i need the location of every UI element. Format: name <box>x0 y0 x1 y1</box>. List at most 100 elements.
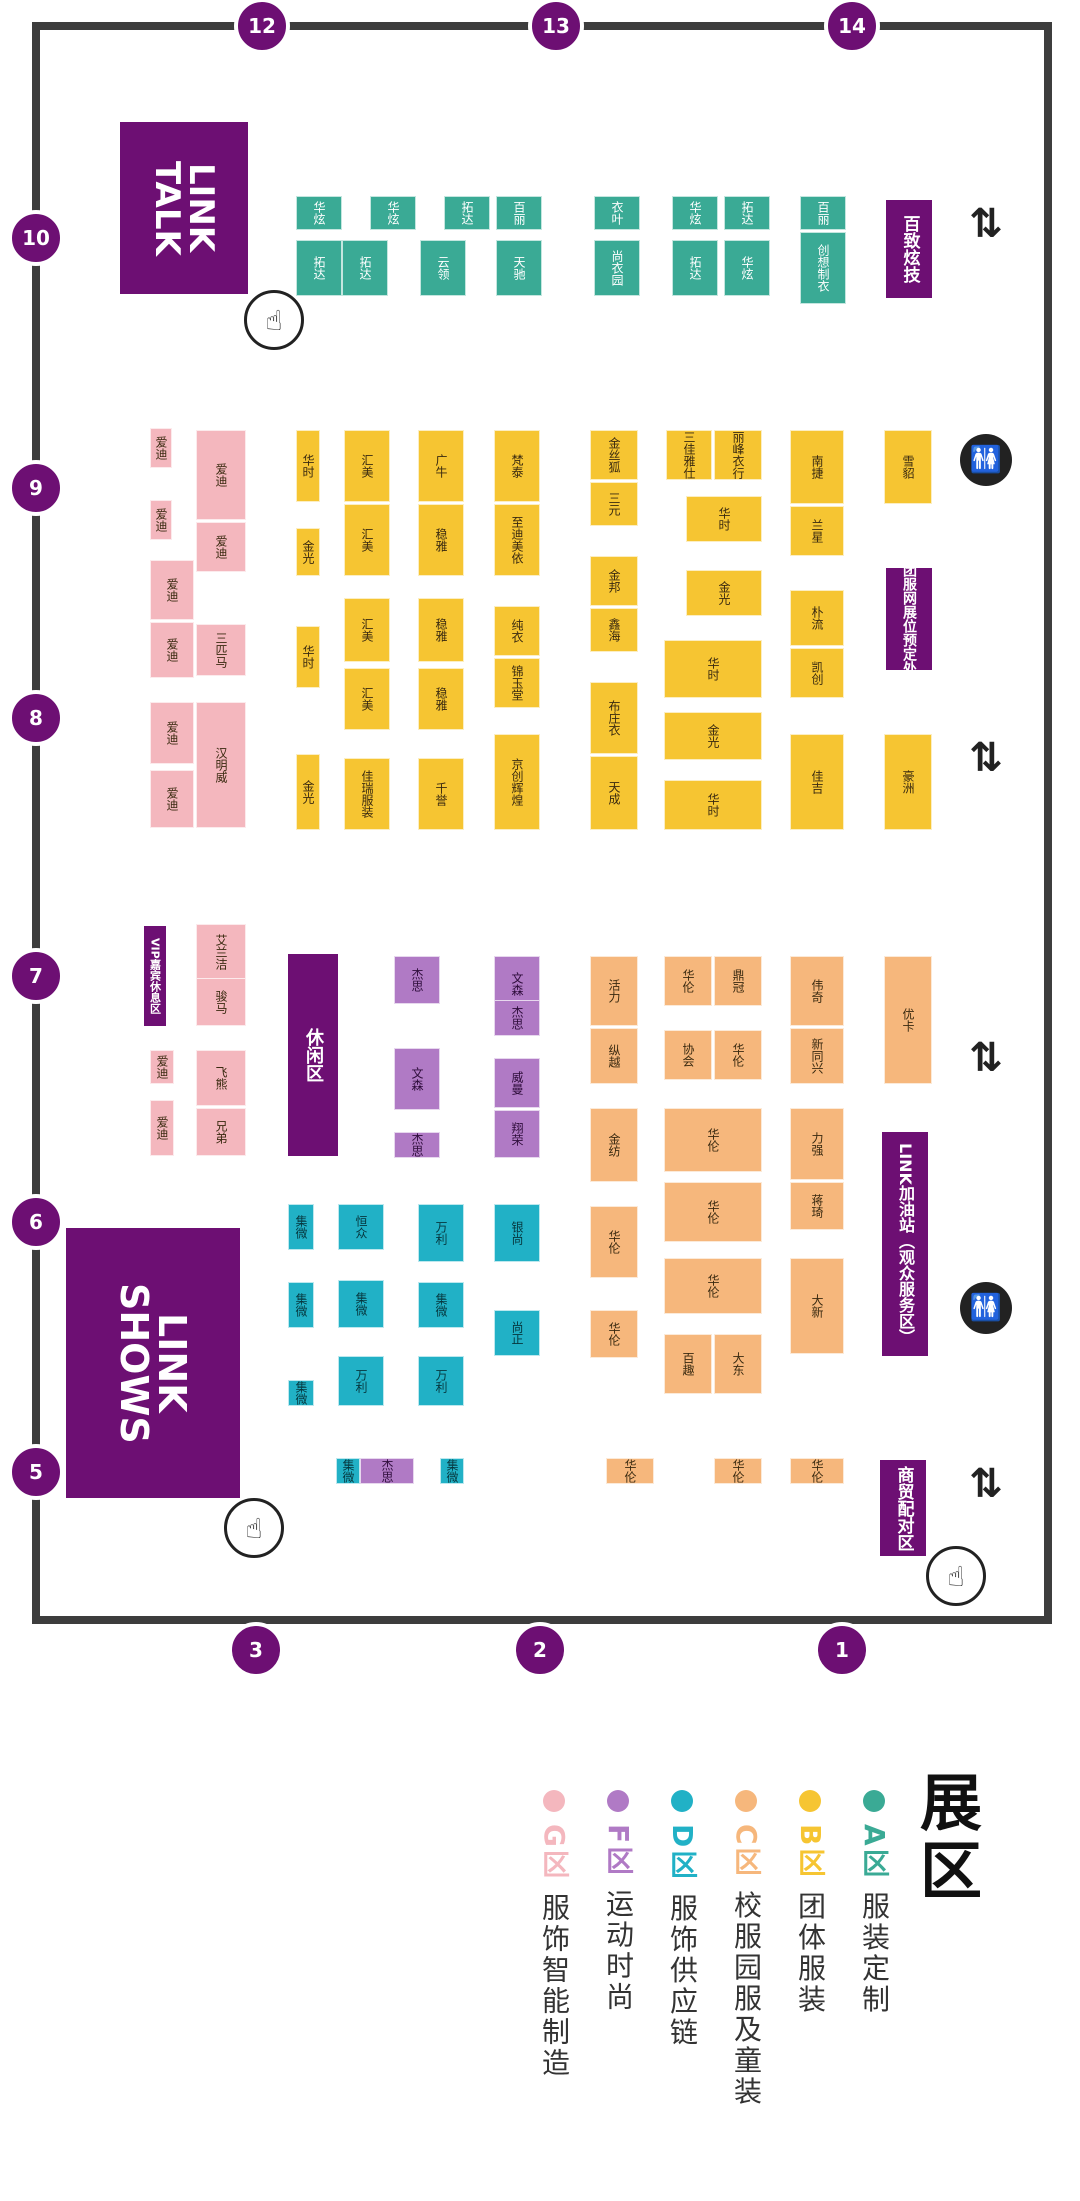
booth-c-dingshang[interactable]: 鼎冠 <box>714 956 762 1006</box>
booth-b-jinyutang[interactable]: 锦玉堂 <box>494 658 540 708</box>
link-service-station[interactable]: LINK加油站（观众服务区） <box>882 1132 928 1356</box>
booth-c-hualun[interactable]: 华伦 <box>714 1030 762 1080</box>
booth-c-jinfang[interactable]: 金纺 <box>590 1108 638 1182</box>
booth-c-hualun[interactable]: 华伦 <box>664 1258 762 1314</box>
booth-f-wensen[interactable]: 文森 <box>394 1048 440 1110</box>
booth-b-nanjie[interactable]: 南捷 <box>790 430 844 504</box>
booth-a-baili[interactable]: 百丽 <box>800 196 846 230</box>
booth-b-jinguang[interactable]: 金光 <box>296 754 320 830</box>
booth-c-hualun[interactable]: 华伦 <box>664 956 712 1006</box>
booth-b-qianyu[interactable]: 千誉 <box>418 758 464 830</box>
booth-a-chuangxiang[interactable]: 创想制衣 <box>800 232 846 304</box>
booth-b-sanjia[interactable]: 三佳雅仕 <box>666 430 712 480</box>
door-9[interactable]: 9 <box>8 460 64 516</box>
booth-b-jingchuang[interactable]: 京创辉煌 <box>494 734 540 830</box>
booth-b-xueyu[interactable]: 雪貂 <box>884 430 932 504</box>
booth-d-wanli[interactable]: 万利 <box>418 1204 464 1262</box>
booth-d-jiwei[interactable]: 集微 <box>288 1380 314 1406</box>
booth-g-xiongdi[interactable]: 兄弟 <box>196 1108 246 1156</box>
booth-d-wanli[interactable]: 万利 <box>418 1356 464 1406</box>
booth-a-tuoda[interactable]: 拓达 <box>724 196 770 230</box>
booth-d-jiwei[interactable]: 集微 <box>418 1282 464 1328</box>
booth-b-huishang[interactable]: 汇美 <box>344 598 390 662</box>
booth-f-xiangrong[interactable]: 翔荣 <box>494 1110 540 1158</box>
booth-c-liqiang[interactable]: 力强 <box>790 1108 844 1180</box>
door-10[interactable]: 10 <box>8 210 64 266</box>
booth-a-tianchi[interactable]: 天驰 <box>496 240 542 296</box>
booth-c-jiangqi[interactable]: 蒋琦 <box>790 1182 844 1230</box>
booth-a-tuoda[interactable]: 拓达 <box>296 240 342 296</box>
booth-g-aidi[interactable]: 爱迪 <box>150 1100 174 1156</box>
link-shows-stage[interactable]: LINK SHOWS <box>66 1228 240 1498</box>
booth-d-shangzheng[interactable]: 尚正 <box>494 1310 540 1356</box>
booth-b-zhidi[interactable]: 至迪美依 <box>494 504 540 576</box>
booth-b-huashi[interactable]: 华时 <box>664 780 762 830</box>
booth-b-tiancheng[interactable]: 天成 <box>590 756 638 830</box>
booth-b-jinsihu[interactable]: 金丝狐 <box>590 430 638 480</box>
booth-b-kaichuang[interactable]: 凯创 <box>790 648 844 698</box>
booth-c-baiqu[interactable]: 百趣 <box>664 1334 712 1394</box>
door-13[interactable]: 13 <box>528 0 584 54</box>
booth-a-baili[interactable]: 百丽 <box>496 196 542 230</box>
booth-g-aidi[interactable]: 爱迪 <box>196 522 246 572</box>
booth-f-weiman[interactable]: 威曼 <box>494 1058 540 1108</box>
booth-c-youka[interactable]: 优卡 <box>884 956 932 1084</box>
booth-c-hualun[interactable]: 华伦 <box>714 1458 762 1484</box>
booth-c-hualun[interactable]: 华伦 <box>664 1108 762 1172</box>
booth-b-jiarui[interactable]: 佳瑞服装 <box>344 758 390 830</box>
booth-c-weiqi[interactable]: 伟奇 <box>790 956 844 1026</box>
vip-lounge[interactable]: VIP嘉宾休息区 <box>144 926 166 1026</box>
booth-b-wenya[interactable]: 稳雅 <box>418 668 464 730</box>
booth-d-jiwei[interactable]: 集微 <box>440 1458 464 1484</box>
booth-b-wenya[interactable]: 稳雅 <box>418 598 464 662</box>
booth-f-jiesi[interactable]: 杰思 <box>360 1458 414 1484</box>
booth-d-jiwei[interactable]: 集微 <box>288 1282 314 1328</box>
booth-b-haozhou[interactable]: 豪洲 <box>884 734 932 830</box>
booth-c-xiehui[interactable]: 协会 <box>664 1030 712 1080</box>
booth-b-huishang[interactable]: 汇美 <box>344 430 390 502</box>
booth-d-jiwei[interactable]: 集微 <box>336 1458 360 1484</box>
booth-c-ziyue[interactable]: 纵越 <box>590 1028 638 1084</box>
booth-b-chunyi[interactable]: 纯衣 <box>494 606 540 656</box>
door-12[interactable]: 12 <box>234 0 290 54</box>
tuanfu-booking-desk[interactable]: 团服网展位预定处 <box>886 563 932 675</box>
booth-d-jiwei[interactable]: 集微 <box>338 1280 384 1328</box>
booth-b-wenya[interactable]: 稳雅 <box>418 504 464 576</box>
booth-c-hualun[interactable]: 华伦 <box>590 1310 638 1358</box>
booth-c-xintongxing[interactable]: 新同兴 <box>790 1028 844 1084</box>
booth-g-hanmingwei[interactable]: 汉明威 <box>196 702 246 828</box>
booth-c-daidong[interactable]: 大东 <box>714 1334 762 1394</box>
booth-b-jinguang[interactable]: 金光 <box>686 570 762 616</box>
booth-c-hualun[interactable]: 华伦 <box>606 1458 654 1484</box>
booth-f-jiesi[interactable]: 杰思 <box>494 1000 540 1036</box>
booth-c-hualun[interactable]: 华伦 <box>590 1206 638 1278</box>
booth-g-aidi[interactable]: 爱迪 <box>196 430 246 520</box>
door-5[interactable]: 5 <box>8 1444 64 1500</box>
business-matching-area[interactable]: 商贸配对区 <box>880 1460 926 1556</box>
booth-g-aidi[interactable]: 爱迪 <box>150 770 194 828</box>
booth-b-guangniu[interactable]: 广牛 <box>418 430 464 502</box>
booth-b-huashi[interactable]: 华时 <box>296 626 320 688</box>
booth-b-lanxing[interactable]: 兰星 <box>790 506 844 556</box>
booth-a-yiye[interactable]: 衣叶 <box>594 196 640 230</box>
booth-g-aidi[interactable]: 爱迪 <box>150 622 194 678</box>
door-1[interactable]: 1 <box>814 1622 870 1678</box>
booth-b-buzhouyi[interactable]: 布庄衣 <box>590 682 638 754</box>
booth-g-sanbanma[interactable]: 三匹马 <box>196 624 246 676</box>
booth-d-jiwei[interactable]: 集微 <box>288 1204 314 1250</box>
booth-a-huaxuan[interactable]: 华炫 <box>370 196 416 230</box>
baizhi-area[interactable]: 百致炫技 <box>886 200 932 298</box>
booth-g-feixiong[interactable]: 飞熊 <box>196 1050 246 1106</box>
booth-b-huashi[interactable]: 华时 <box>296 430 320 502</box>
booth-b-jinguang[interactable]: 金光 <box>664 712 762 760</box>
booth-b-fantai[interactable]: 梵泰 <box>494 430 540 502</box>
booth-c-hualun[interactable]: 华伦 <box>664 1182 762 1242</box>
booth-a-huaxuan[interactable]: 华炫 <box>724 240 770 296</box>
leisure-area[interactable]: 休闲区 <box>288 954 338 1156</box>
booth-a-tuoda[interactable]: 拓达 <box>342 240 388 296</box>
booth-b-huishang[interactable]: 汇美 <box>344 504 390 576</box>
booth-g-aidi[interactable]: 爱迪 <box>150 702 194 764</box>
booth-b-jiaji[interactable]: 佳吉 <box>790 734 844 830</box>
booth-b-puliu[interactable]: 朴流 <box>790 590 844 646</box>
booth-d-yinshang[interactable]: 银尚 <box>494 1204 540 1262</box>
